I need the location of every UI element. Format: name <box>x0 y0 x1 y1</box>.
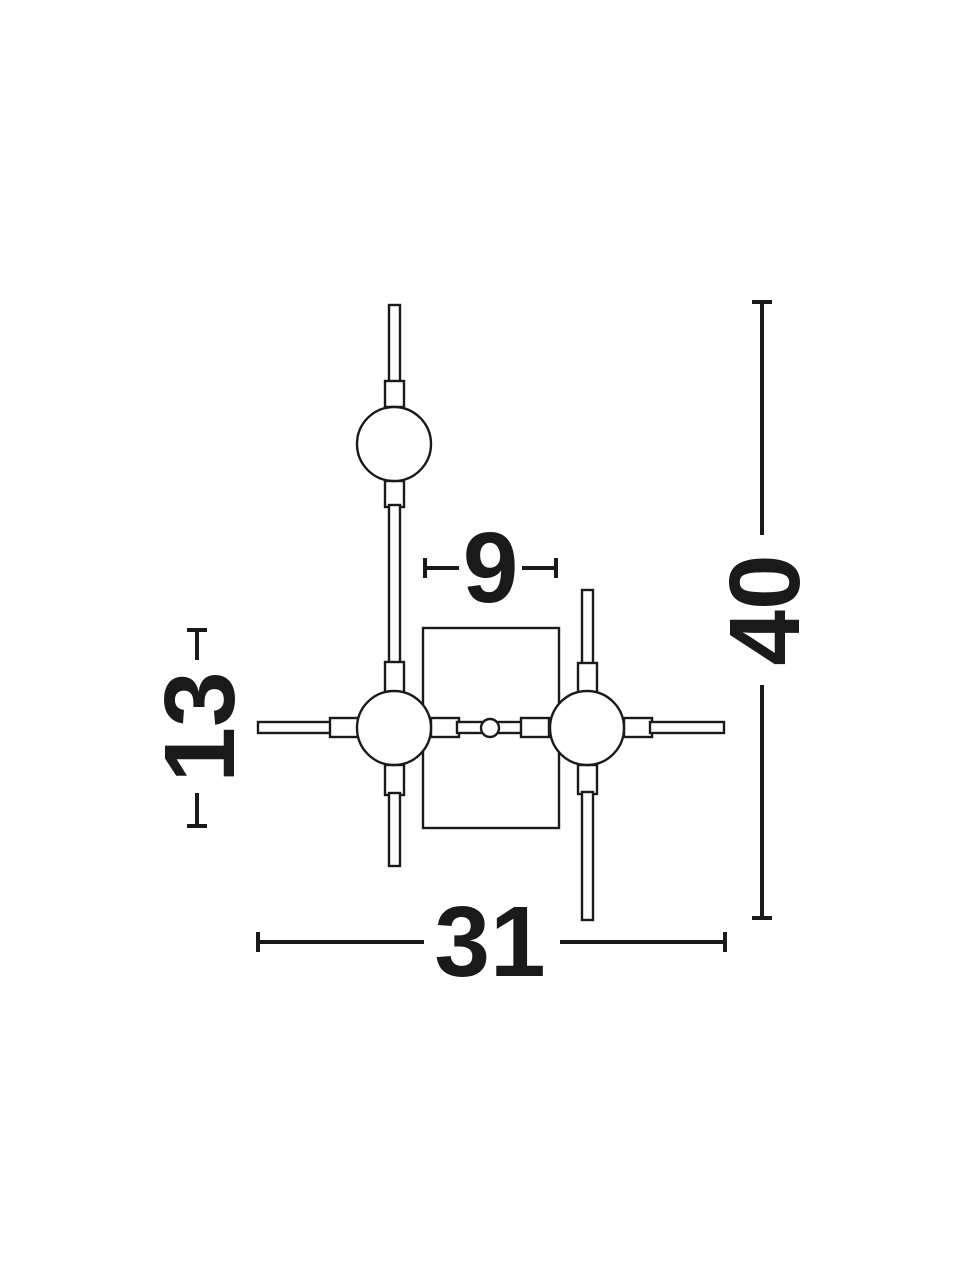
overall-height-label: 40 <box>709 554 821 665</box>
overall-width-label: 31 <box>434 886 545 998</box>
upper-globe <box>355 405 433 483</box>
center-connector <box>455 717 525 739</box>
overall-width-dimension: 31 <box>256 886 727 998</box>
overall-height-dimension: 40 <box>709 300 821 920</box>
right-joint <box>519 588 726 922</box>
backplate-height-dimension: 13 <box>144 628 256 828</box>
backplate-width-dimension: 9 <box>423 512 558 624</box>
backplate-height-label: 13 <box>144 671 256 782</box>
right-globe <box>548 689 626 767</box>
left-globe <box>355 689 433 767</box>
upper-arm <box>355 303 433 667</box>
left-joint <box>256 660 461 868</box>
backplate-width-label: 9 <box>463 512 519 624</box>
